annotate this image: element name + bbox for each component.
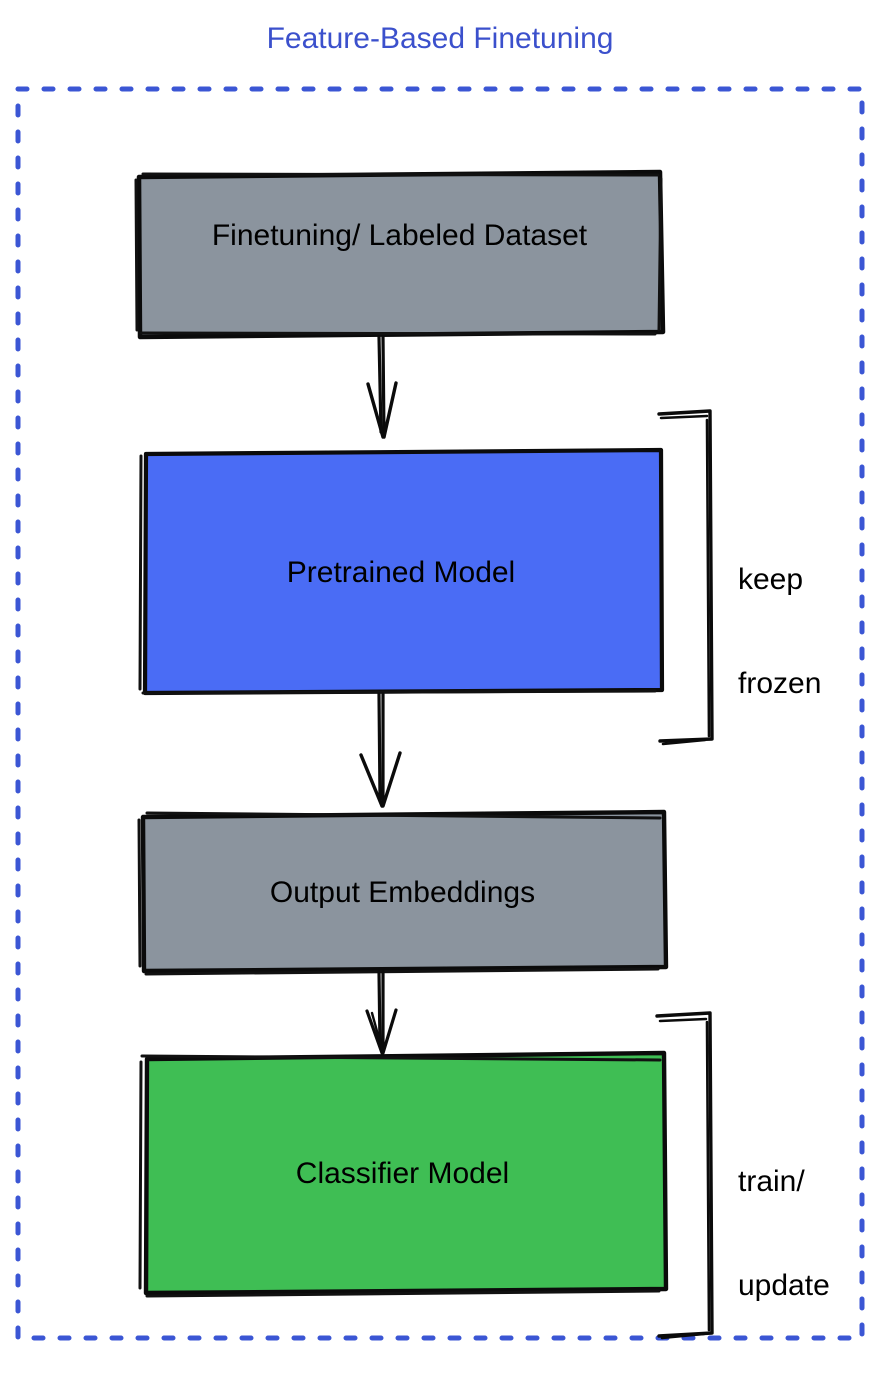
node-outline-b — [134, 172, 663, 336]
node-output-embeddings[interactable] — [137, 809, 669, 976]
edge-embeddings-to-classifier — [365, 970, 398, 1055]
annotation-label-keep-frozen: keep frozen — [738, 494, 821, 736]
node-outline-b — [137, 811, 662, 976]
node-fill — [146, 450, 661, 692]
node-fill — [143, 812, 665, 970]
node-classifier-model[interactable] — [138, 1050, 669, 1298]
node-pretrained-model[interactable] — [138, 447, 665, 696]
node-finetuning-dataset[interactable] — [134, 169, 666, 340]
annotation-line-1: train/ — [738, 1165, 805, 1198]
node-fill — [147, 1053, 665, 1292]
edge-dataset-to-pretrained — [366, 335, 398, 439]
node-outline-a — [142, 447, 665, 696]
edge-pretrained-to-embeddings — [359, 692, 402, 808]
annotation-line-2: frozen — [738, 666, 822, 700]
node-outline-b — [138, 454, 657, 695]
page-title: Feature-Based Finetuning — [266, 22, 614, 55]
dashed-container-border — [15, 86, 865, 1341]
annotation-line-2: update — [738, 1268, 830, 1302]
node-outline-a — [143, 1050, 669, 1296]
node-fill — [138, 172, 662, 336]
bracket-train-update — [655, 1011, 714, 1340]
node-outline-b — [138, 1054, 662, 1298]
bracket-keep-frozen — [657, 409, 714, 746]
annotation-line-1: keep — [738, 563, 804, 596]
node-outline-a — [140, 809, 669, 974]
annotation-label-train-update: train/ update — [738, 1096, 830, 1338]
